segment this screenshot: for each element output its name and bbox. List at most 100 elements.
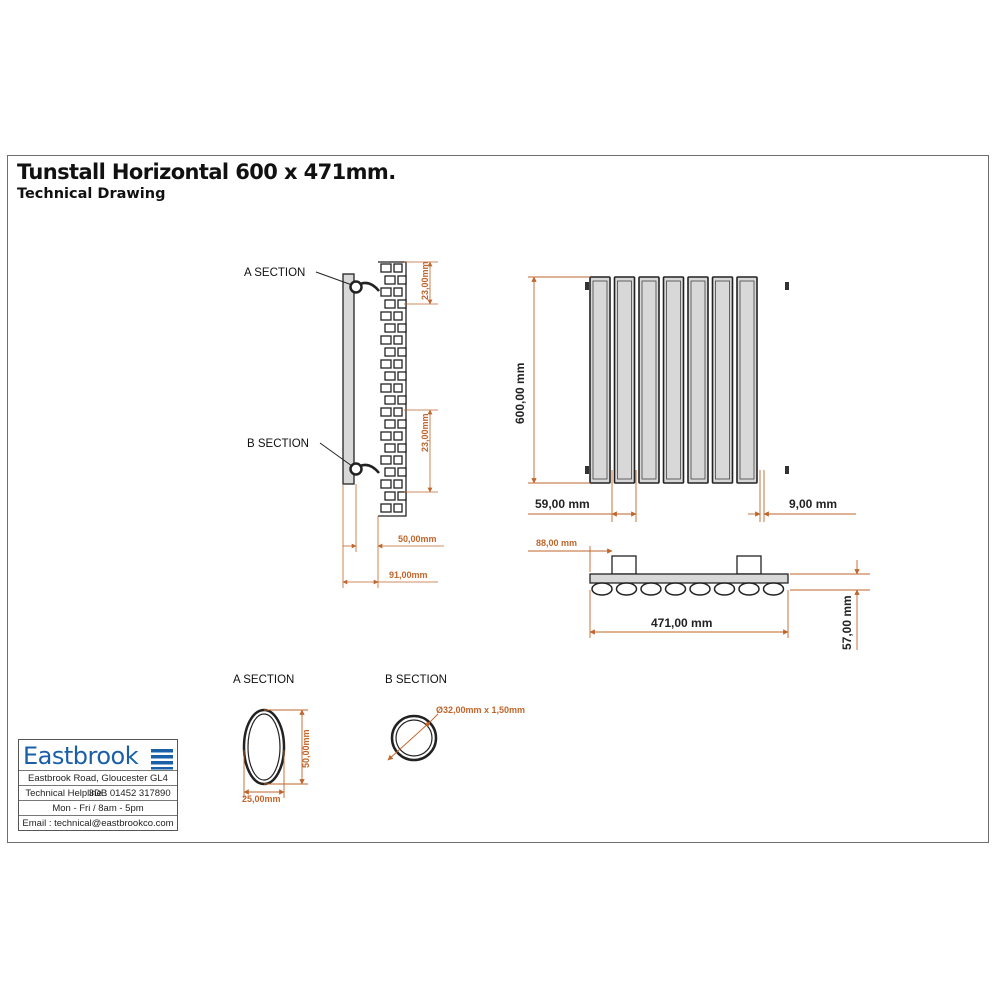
radiator-tube — [638, 276, 660, 484]
wall-brick — [397, 419, 407, 429]
radiator-tube-inner — [592, 280, 608, 480]
tube-section — [713, 582, 736, 596]
section-a-height: 50,00mm — [301, 729, 311, 768]
wall-bracket-top — [349, 280, 380, 294]
a-section-label: A SECTION — [244, 267, 305, 279]
front-view: 600,00 mm 59,00 mm 9,00 mm — [513, 276, 856, 522]
radiator-tube-inner — [641, 280, 657, 480]
radiator-tube-inner — [739, 280, 755, 480]
dim-left-offset: 59,00 mm — [535, 497, 590, 511]
radiator-tube-inner — [617, 280, 632, 480]
wall-brick — [380, 335, 392, 345]
wall-brick — [380, 311, 392, 321]
section-a: A SECTION 50,00mm 25,00mm — [233, 674, 311, 804]
company-address: Eastbrook Road, Gloucester GL4 3DB — [19, 770, 177, 799]
wall-brick — [393, 431, 403, 441]
radiator-top-tubes — [591, 582, 785, 596]
tube-section — [738, 582, 760, 596]
wall-brick — [380, 479, 392, 489]
section-a-width: 25,00mm — [242, 794, 281, 804]
radiator-top-profile — [589, 573, 789, 584]
wall-brick — [380, 455, 392, 465]
company-hours: Mon - Fri / 8am - 5pm — [19, 800, 177, 816]
wall-brick — [384, 275, 396, 285]
wall-brick — [393, 503, 403, 513]
tube-section — [664, 582, 687, 596]
wall-bracket-bottom — [349, 462, 380, 476]
wall-brick — [384, 491, 396, 501]
wall-brick — [393, 287, 403, 297]
company-logo-text: Eastbrook — [23, 742, 139, 770]
drawing-subtitle: Technical Drawing — [17, 186, 166, 202]
company-email[interactable]: Email : technical@eastbrookco.com — [19, 815, 177, 831]
wall-brick — [397, 371, 407, 381]
top-view: 88,00 mm 471,00 mm 57,00 mm — [528, 538, 870, 650]
company-helpline: Technical Helpline : 01452 317890 — [19, 785, 177, 801]
tube-section — [762, 582, 785, 596]
wall-brick — [393, 263, 403, 273]
wall-brick — [393, 407, 403, 417]
radiator-front-panels — [585, 276, 789, 484]
wall-brick — [384, 467, 396, 477]
wall-brick — [380, 383, 392, 393]
wall-brick — [393, 455, 403, 465]
wall-brick — [380, 263, 392, 273]
wall-brick — [393, 479, 403, 489]
wall-brick — [393, 383, 403, 393]
panel-fixing — [785, 466, 789, 474]
wall-brick — [384, 443, 396, 453]
dim-wall-gap: 50,00mm — [398, 534, 437, 544]
side-view: A SECTION B SECTION 23,00mm 23,00mm 50,0… — [244, 261, 444, 588]
company-info-box: Eastbrook Eastbrook Road, Gloucester GL4… — [18, 739, 178, 831]
drawing-title: Tunstall Horizontal 600 x 471mm. — [17, 160, 396, 184]
radiator-tube-inner — [715, 280, 730, 480]
radiator-side-profile — [342, 273, 355, 485]
section-b-title: B SECTION — [385, 674, 447, 686]
wall-brick — [380, 287, 392, 297]
radiator-tube — [687, 276, 709, 484]
wall-brick — [380, 407, 392, 417]
section-b-diameter: Ø32,00mm x 1,50mm — [436, 705, 525, 715]
radiator-tube — [662, 276, 685, 484]
b-section-label: B SECTION — [247, 438, 309, 450]
tube-section — [591, 582, 613, 596]
dim-width: 471,00 mm — [651, 616, 712, 630]
dim-lower-bracket: 23,00mm — [420, 413, 430, 452]
radiator-tube-inner — [666, 280, 681, 480]
wall-bricks — [378, 261, 407, 517]
panel-fixing — [785, 282, 789, 290]
radiator-tube — [711, 276, 734, 484]
wall-brick — [397, 347, 407, 357]
tube-section — [615, 582, 638, 596]
wall-brick — [397, 491, 407, 501]
radiator-tube — [736, 276, 758, 484]
wall-brick — [380, 503, 392, 513]
tube-section — [689, 582, 711, 596]
dim-top-bracket: 23,00mm — [420, 261, 430, 300]
wall-brick — [384, 299, 396, 309]
wall-brick — [393, 311, 403, 321]
radiator-tube — [613, 276, 636, 484]
panel-fixing — [585, 282, 589, 290]
dim-total-depth: 91,00mm — [389, 570, 428, 580]
dim-height: 600,00 mm — [513, 363, 527, 424]
wall-brick — [397, 443, 407, 453]
wall-brick — [384, 371, 396, 381]
radiator-tube — [589, 276, 611, 484]
eastbrook-logo-icon — [151, 749, 173, 770]
section-b: B SECTION Ø32,00mm x 1,50mm — [385, 674, 525, 762]
dim-depth: 57,00 mm — [840, 595, 854, 650]
wall-brick — [384, 395, 396, 405]
wall-brick — [384, 419, 396, 429]
tube-section — [640, 582, 662, 596]
drawing-sheet-border — [7, 155, 989, 843]
wall-brick — [384, 323, 396, 333]
wall-brick — [397, 395, 407, 405]
wall-brick — [380, 431, 392, 441]
wall-brick — [397, 323, 407, 333]
wall-brick — [380, 359, 392, 369]
radiator-tube-inner — [690, 280, 706, 480]
section-a-title: A SECTION — [233, 674, 294, 686]
panel-fixing — [585, 466, 589, 474]
